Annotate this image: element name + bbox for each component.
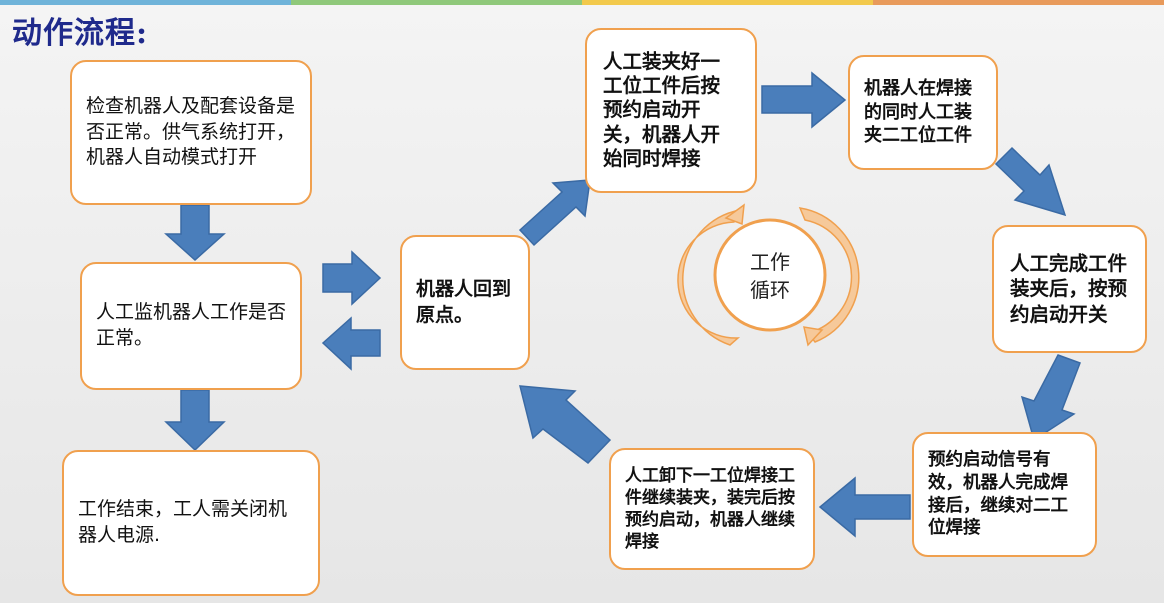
step-weld-load2-text: 机器人在焊接的同时人工装夹二工位工件 [864, 78, 972, 147]
step-signal-box: 预约启动信号有效，机器人完成焊接后，继续对二工位焊接 [912, 432, 1097, 557]
step-load1-text: 人工装夹好一工位工件后按预约启动开关，机器人开始同时焊接 [603, 49, 721, 171]
arrow-down-check-to-monitor [164, 204, 226, 262]
step-monitor-box: 人工监机器人工作是否正常。 [80, 262, 302, 390]
step-signal-text: 预约启动信号有效，机器人完成焊接后，继续对二工位焊接 [928, 450, 1068, 539]
cycle-label: 工作 循环 [730, 248, 810, 304]
arrow-right-to-home [322, 250, 382, 306]
arrow-diag-load2done-to-signal [1020, 354, 1081, 442]
step-check-box: 检查机器人及配套设备是否正常。供气系统打开，机器人自动模式打开 [70, 60, 312, 205]
step-load1-box: 人工装夹好一工位工件后按预约启动开关，机器人开始同时焊接 [585, 28, 757, 193]
cycle-label-line2: 循环 [750, 278, 790, 302]
step-home-box: 机器人回到原点。 [400, 235, 530, 370]
step-weld-load2-box: 机器人在焊接的同时人工装夹二工位工件 [848, 55, 998, 170]
step-unload1-box: 人工卸下一工位焊接工件继续装夹，装完后按预约启动，机器人继续焊接 [609, 448, 815, 570]
arrow-diag-unload-to-home [519, 385, 612, 465]
cycle-ring [677, 203, 860, 347]
cycle-label-line1: 工作 [750, 250, 790, 274]
step-unload1-text: 人工卸下一工位焊接工件继续装夹，装完后按预约启动，机器人继续焊接 [625, 465, 795, 553]
arrow-right-load1-to-weld [761, 71, 847, 129]
arrow-left-to-monitor [321, 316, 381, 371]
step-load2-done-text: 人工完成工件装夹后，按预约启动开关 [1010, 251, 1128, 326]
step-end-box: 工作结束，工人需关闭机器人电源. [62, 450, 320, 596]
arrow-left-signal-to-unload [818, 476, 911, 538]
step-monitor-text: 人工监机器人工作是否正常。 [96, 301, 287, 349]
arrow-down-monitor-to-end [164, 389, 226, 452]
arrow-diag-home-to-load1 [518, 179, 591, 247]
top-color-bar [0, 0, 1164, 5]
step-check-text: 检查机器人及配套设备是否正常。供气系统打开，机器人自动模式打开 [86, 95, 296, 169]
arrow-diag-weld-to-load2done [994, 146, 1067, 217]
step-load2-done-box: 人工完成工件装夹后，按预约启动开关 [992, 225, 1147, 353]
step-home-text: 机器人回到原点。 [416, 277, 512, 326]
page-title: 动作流程: [12, 16, 149, 51]
step-end-text: 工作结束，工人需关闭机器人电源. [78, 498, 288, 546]
